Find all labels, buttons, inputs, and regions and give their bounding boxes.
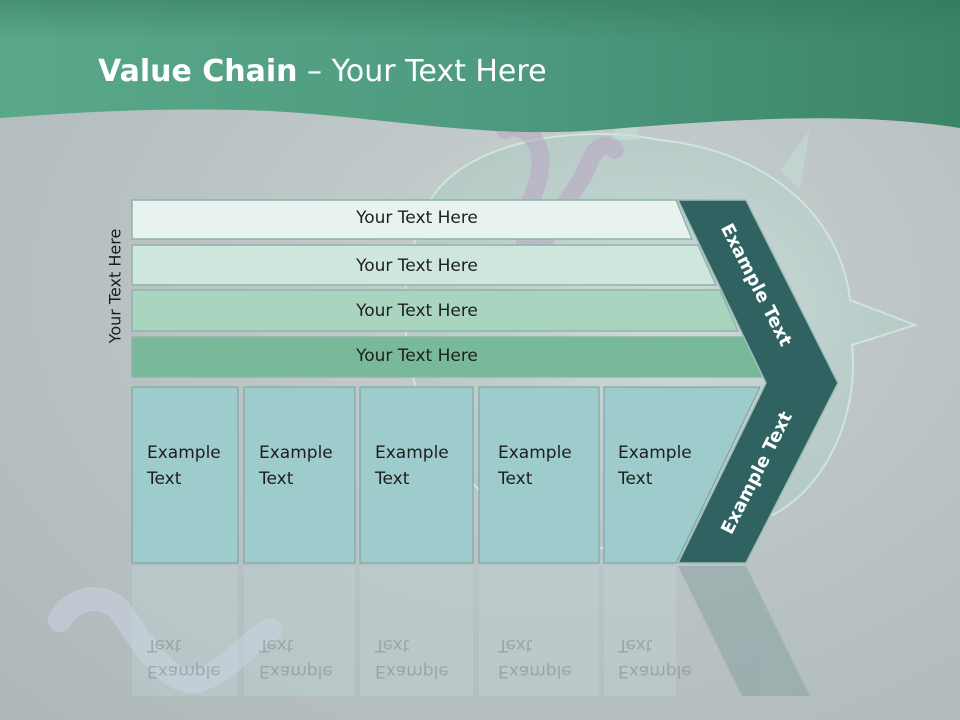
- column-4-label: Example Text: [498, 440, 572, 492]
- bar-4-label: Your Text Here: [356, 346, 478, 366]
- bar-2: [131, 244, 718, 286]
- reflection: [132, 566, 810, 696]
- column-5-line2: Text: [618, 469, 653, 489]
- column-5-label: Example Text: [618, 440, 692, 492]
- title-rest: – Your Text Here: [297, 54, 547, 89]
- page-title: Value Chain – Your Text Here: [98, 54, 547, 89]
- column-1-line1: Example: [147, 443, 221, 463]
- title-bold: Value Chain: [98, 54, 298, 89]
- column-4: [478, 386, 600, 564]
- chromosome-shape: [496, 118, 624, 249]
- column-3: [359, 386, 474, 564]
- column-3-label: Example Text: [375, 440, 449, 492]
- bar-1-label: Your Text Here: [356, 208, 478, 228]
- column-4-line2: Text: [498, 469, 533, 489]
- column-2-line2: Text: [259, 469, 294, 489]
- column-5: [603, 386, 761, 564]
- column-4-line1: Example: [498, 443, 572, 463]
- column-2-label: Example Text: [259, 440, 333, 492]
- column-1-label: Example Text: [147, 440, 221, 492]
- column-3-line2: Text: [375, 469, 410, 489]
- column-5-line1: Example: [618, 443, 692, 463]
- side-label: Your Text Here: [105, 228, 125, 344]
- column-2: [243, 386, 356, 564]
- column-1: [131, 386, 239, 564]
- column-1-line2: Text: [147, 469, 182, 489]
- bar-2-label: Your Text Here: [356, 256, 478, 276]
- bar-3: [131, 289, 740, 332]
- chevron-arrow: [676, 199, 839, 564]
- column-3-line1: Example: [375, 443, 449, 463]
- bar-1: [131, 199, 694, 240]
- column-2-line1: Example: [259, 443, 333, 463]
- bar-3-label: Your Text Here: [356, 301, 478, 321]
